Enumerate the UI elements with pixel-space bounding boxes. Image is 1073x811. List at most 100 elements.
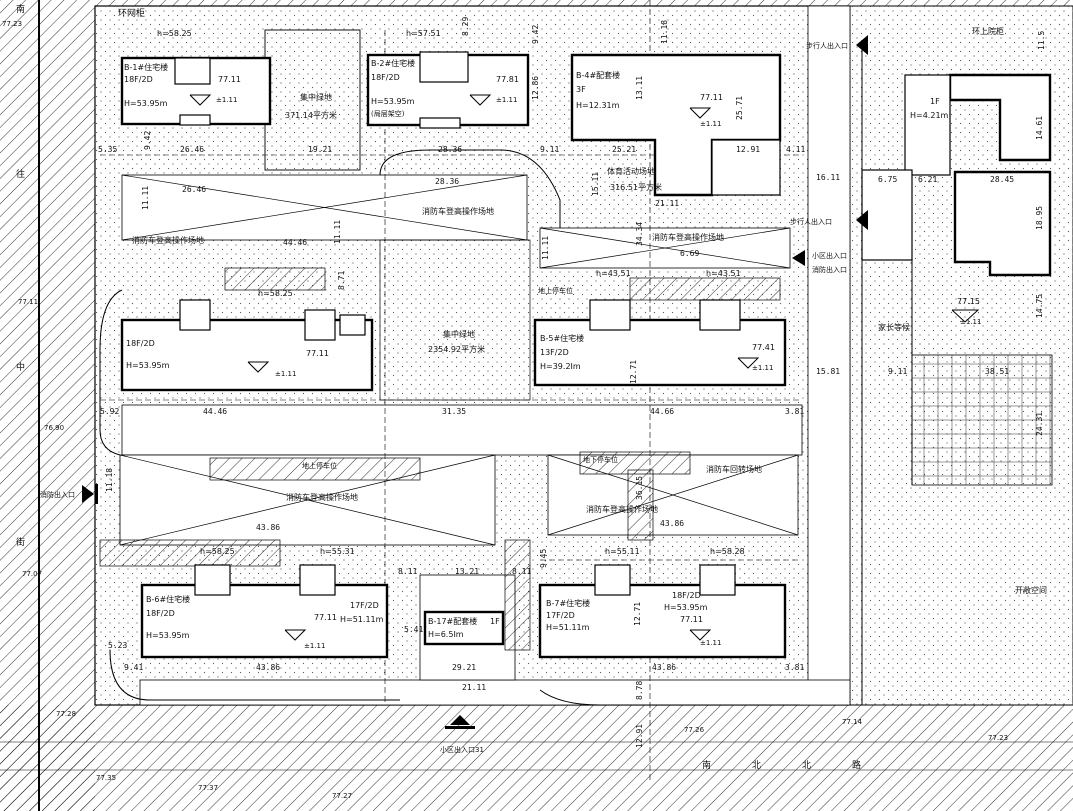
dim-label: 8.11 <box>512 567 531 576</box>
b6-height2: H=51.11m <box>340 615 384 624</box>
dim-label: 38.51 <box>985 367 1009 376</box>
entrance-east-fire: 消防出入口 <box>812 265 847 274</box>
dim-label: 43.86 <box>652 663 676 672</box>
dim-label: 5.35 <box>98 145 117 154</box>
dim-label: 9.41 <box>124 663 143 672</box>
dim-label: 28.36 <box>438 145 462 154</box>
b4-name: B-4#配套楼 <box>576 70 620 80</box>
dim-label: 28.36 <box>435 177 459 186</box>
roads <box>119 5 851 706</box>
b2-floors: 18F/2D <box>371 73 400 82</box>
vdim-label: 24.31 <box>1035 412 1044 436</box>
vdim-label: 14.75 <box>1035 294 1044 318</box>
dim-label: 21.11 <box>655 199 679 208</box>
dim-label: 29.21 <box>452 663 476 672</box>
fire3-label: 消防车登高操作场地 <box>652 232 724 242</box>
b7-floors2: 18F/2D <box>672 591 701 600</box>
vdim-label: 12.91 <box>736 145 760 154</box>
building-b2 <box>366 51 530 129</box>
dim-label: 43.86 <box>256 523 280 532</box>
building-b6 <box>140 564 389 659</box>
b7-elev: 77.11 <box>680 615 703 624</box>
fire4-label: 消防车登高操作场地 <box>286 492 358 502</box>
b3-elev: 77.11 <box>306 349 329 358</box>
spot-elev: 77.26 <box>684 726 705 734</box>
b2-roof: h=57.51 <box>406 29 441 38</box>
dim-label: 5.23 <box>108 641 127 650</box>
street-south-label-2: 北 <box>752 760 761 771</box>
sport-label: 体育活动场地 <box>607 166 655 176</box>
dim-label: 28.45 <box>990 175 1014 184</box>
dim-label: 43.86 <box>660 519 684 528</box>
green2-area: 2354.92平方米 <box>428 344 485 354</box>
spot-elev: 76.90 <box>44 424 64 432</box>
spot-elev: 77.23 <box>988 734 1008 742</box>
level-markers <box>189 94 980 641</box>
building-b4 <box>570 53 782 197</box>
dim-label: 43.86 <box>256 663 280 672</box>
fire5-label: 消防车登高操作场地 <box>586 504 658 514</box>
vdim-label: 11.18 <box>660 20 669 44</box>
b4-level: ±1.11 <box>700 120 721 128</box>
vdim-label: 11.11 <box>541 236 550 260</box>
b3-floors: 18F/2D <box>126 339 155 348</box>
vdim-label: 12.86 <box>531 76 540 100</box>
vdim-label: 8.29 <box>461 17 470 36</box>
vdim-label: 11.18 <box>105 468 114 492</box>
b7-roof1: h=55.11 <box>605 547 640 556</box>
b1-roof: h=58.25 <box>157 29 192 38</box>
b17-name: B-17#配套楼 <box>428 616 477 626</box>
green1-area: 371.14平方米 <box>285 110 337 120</box>
open-space-label: 开敞空间 <box>1015 585 1047 595</box>
east-elev: 77.15 <box>957 297 980 306</box>
b17-floors: 1F <box>490 617 500 626</box>
vdim-label: 11.11 <box>141 186 150 210</box>
b3-height: H=53.95m <box>126 361 170 370</box>
entrance-north-ped: 步行人出入口 <box>806 41 848 50</box>
east-top-label: 环上院柜 <box>972 26 1004 36</box>
b5-name: B-5#住宅楼 <box>540 333 584 343</box>
b4-height: H=12.31m <box>576 101 620 110</box>
street-west-label-2: 往 <box>16 168 25 180</box>
dim-label: 26.46 <box>182 185 206 194</box>
east-level: ±1.11 <box>960 318 981 326</box>
dim-label: 9.11 <box>888 367 907 376</box>
dim-label: 9.11 <box>540 145 559 154</box>
b2-extra: (局层架空) <box>371 109 405 118</box>
b7-height2: H=53.95m <box>664 603 708 612</box>
dim-label: 44.66 <box>650 407 674 416</box>
green1-label: 集中绿地 <box>300 92 332 102</box>
building-b5 <box>533 299 787 387</box>
b1-level: ±1.11 <box>216 96 237 104</box>
spot-elev: 77.11 <box>18 298 38 306</box>
b7-roof2: h=58.28 <box>710 547 745 556</box>
b2-elev: 77.81 <box>496 75 519 84</box>
dim-label: 25.21 <box>612 145 636 154</box>
b7-floors: 17F/2D <box>546 611 575 620</box>
entrance-west: 消防出入口 <box>40 490 75 499</box>
b1-name: B-1#住宅楼 <box>124 62 168 72</box>
spot-elevations: 77.23 77.11 76.90 77.07 77.28 77.35 77.3… <box>2 20 1008 800</box>
building-b3 <box>120 299 374 392</box>
b2-name: B-2#住宅楼 <box>371 58 415 68</box>
b5-level: ±1.11 <box>752 364 773 372</box>
b5-height: H=39.2Im <box>540 362 581 371</box>
b1-height: H=53.95m <box>124 99 168 108</box>
b2-level: ±1.11 <box>496 96 517 104</box>
vdim-label: 9.42 <box>531 25 540 44</box>
b3-level: ±1.11 <box>275 370 296 378</box>
vdim-label: 11.5 <box>1037 31 1046 50</box>
spot-elev: 77.37 <box>198 784 218 792</box>
fireturn-label: 消防车回转场地 <box>706 464 762 474</box>
street-west-label-3: 中 <box>16 361 25 373</box>
vdim-label: 8.71 <box>337 271 346 290</box>
entrance-east-car: 小区出入口 <box>812 251 847 260</box>
building-east-main <box>953 170 1052 277</box>
street-west-label-4: 街 <box>16 536 25 548</box>
dim-label: 16.11 <box>816 173 840 182</box>
dim-label: 5.92 <box>100 407 119 416</box>
vdim-label: 36.15 <box>635 476 644 500</box>
b4-elev: 77.11 <box>700 93 723 102</box>
dim-label: 3.81 <box>785 407 804 416</box>
dim-label: 19.21 <box>308 145 332 154</box>
